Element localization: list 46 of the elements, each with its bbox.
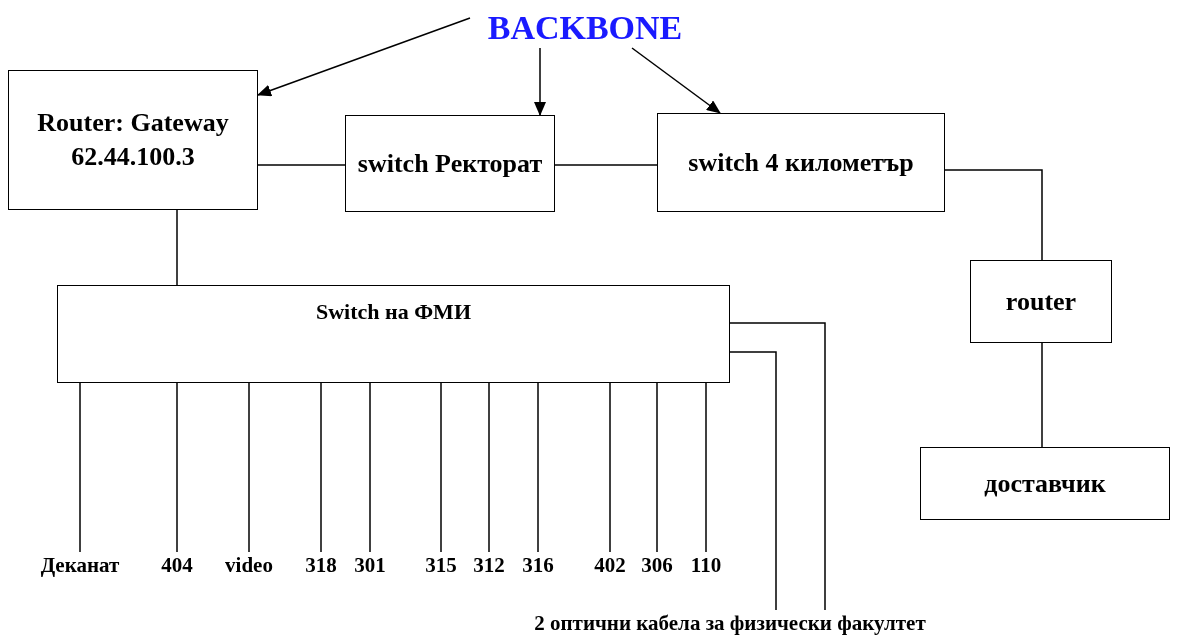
connector-line bbox=[257, 164, 346, 166]
port-label: 2 оптични кабела за физически факултет bbox=[534, 612, 926, 634]
device-box bbox=[657, 113, 945, 212]
port-label: 318 bbox=[305, 554, 337, 576]
connector-line bbox=[609, 382, 611, 553]
port-label: 301 bbox=[354, 554, 386, 576]
connector-line bbox=[176, 382, 178, 553]
node-label: Switch на ФМИ bbox=[316, 298, 471, 326]
port-label: 312 bbox=[473, 554, 505, 576]
node-label: Router: Gateway 62.44.100.3 bbox=[36, 107, 230, 173]
connector-line bbox=[729, 322, 826, 611]
port-label: 316 bbox=[522, 554, 554, 576]
connector-line bbox=[248, 382, 250, 553]
node-label: switch Ректорат bbox=[357, 147, 543, 180]
connector-line bbox=[369, 382, 371, 553]
node-label: router bbox=[1005, 285, 1077, 318]
connector-line bbox=[79, 382, 81, 553]
node-label: доставчик bbox=[984, 467, 1106, 500]
connector-line bbox=[488, 382, 490, 553]
connector-line bbox=[554, 164, 658, 166]
arrow bbox=[257, 17, 471, 97]
arrow bbox=[631, 47, 721, 114]
arrow bbox=[534, 47, 546, 116]
connector-line bbox=[944, 169, 1043, 261]
connector-line bbox=[440, 382, 442, 553]
port-label: Деканат bbox=[40, 554, 120, 576]
device-box bbox=[920, 447, 1170, 520]
port-label: 315 bbox=[425, 554, 457, 576]
connector-line bbox=[705, 382, 707, 553]
switch-box bbox=[57, 285, 730, 383]
connector-line bbox=[656, 382, 658, 553]
device-box bbox=[345, 115, 555, 212]
connector-line bbox=[320, 382, 322, 553]
connector-line bbox=[1041, 342, 1043, 448]
port-label: 110 bbox=[690, 554, 722, 576]
connector-line bbox=[537, 382, 539, 553]
backbone-label: BACKBONE bbox=[487, 11, 683, 45]
port-label: 306 bbox=[641, 554, 673, 576]
connector-line bbox=[729, 351, 777, 611]
connector-line bbox=[176, 209, 178, 286]
device-box bbox=[8, 70, 258, 210]
port-label: 404 bbox=[161, 554, 193, 576]
device-box bbox=[970, 260, 1112, 343]
node-label: switch 4 километър bbox=[688, 146, 914, 179]
port-label: video bbox=[225, 554, 273, 576]
port-label: 402 bbox=[594, 554, 626, 576]
